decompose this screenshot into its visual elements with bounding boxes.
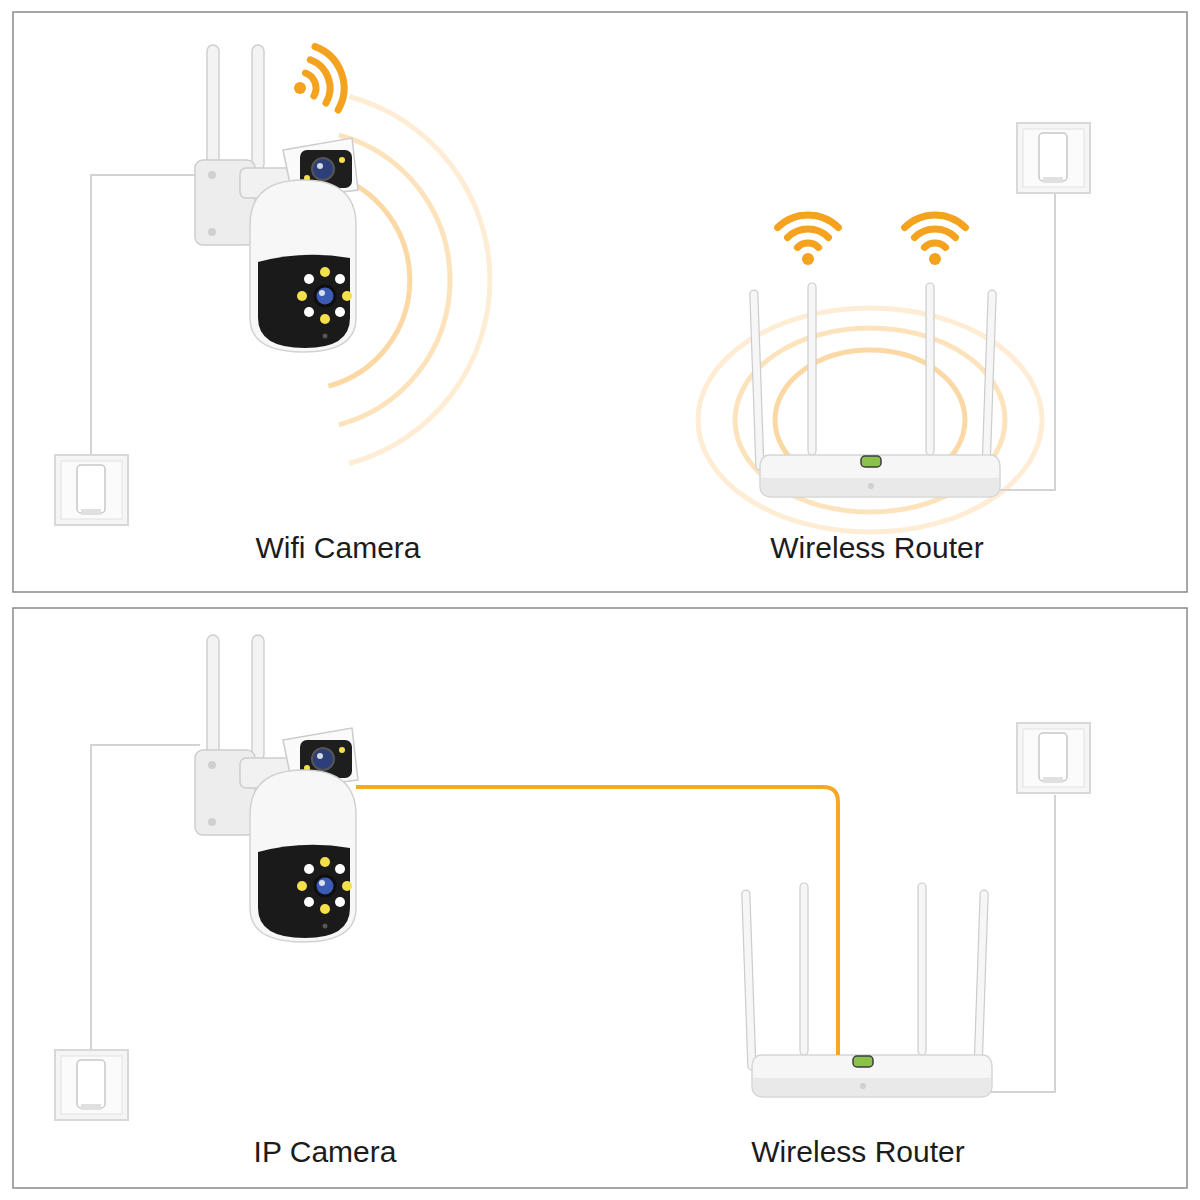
power-wire: [91, 745, 200, 1050]
router-illustration: [742, 883, 992, 1097]
wall-socket: [55, 1050, 128, 1120]
camera-node: IP Camera: [250, 770, 356, 942]
wifi-arc: [915, 229, 956, 237]
power-wire: [998, 193, 1055, 490]
device-label: Wireless Router: [751, 1134, 964, 1170]
wifi-arc: [788, 229, 829, 237]
device-label: Wifi Camera: [255, 530, 420, 566]
signal-ring: [349, 97, 490, 464]
camera-node: Wifi Camera: [250, 180, 356, 352]
router-node: Wireless Router: [760, 455, 1000, 497]
wifi-arc: [310, 60, 330, 103]
router-node: Wireless Router: [752, 1055, 992, 1097]
wifi-arc: [306, 73, 317, 96]
wifi-arc: [797, 243, 818, 247]
wifi-dot: [929, 253, 941, 265]
panel-frame: [13, 608, 1187, 1188]
wifi-arc: [315, 47, 344, 110]
camera-illustration: [195, 45, 358, 352]
wall-socket: [1017, 123, 1090, 193]
panel-frame: [13, 12, 1187, 592]
power-wire: [990, 795, 1055, 1092]
wifi-dot: [294, 82, 306, 94]
power-wire: [91, 175, 1055, 1092]
network-cable: [356, 787, 838, 1055]
camera-illustration: [195, 635, 358, 942]
power-wire: [91, 175, 200, 455]
device-label: Wireless Router: [770, 530, 983, 566]
wall-socket: [55, 455, 128, 525]
device-label: IP Camera: [254, 1134, 397, 1170]
wifi-symbol: [306, 47, 345, 110]
wifi-arc: [924, 243, 945, 247]
wifi-arc: [905, 215, 966, 228]
wall-socket: [1017, 723, 1090, 793]
wifi-arc: [778, 215, 839, 228]
router-illustration: [750, 283, 1000, 497]
wifi-dot: [802, 253, 814, 265]
wifi-symbol: [778, 215, 966, 247]
